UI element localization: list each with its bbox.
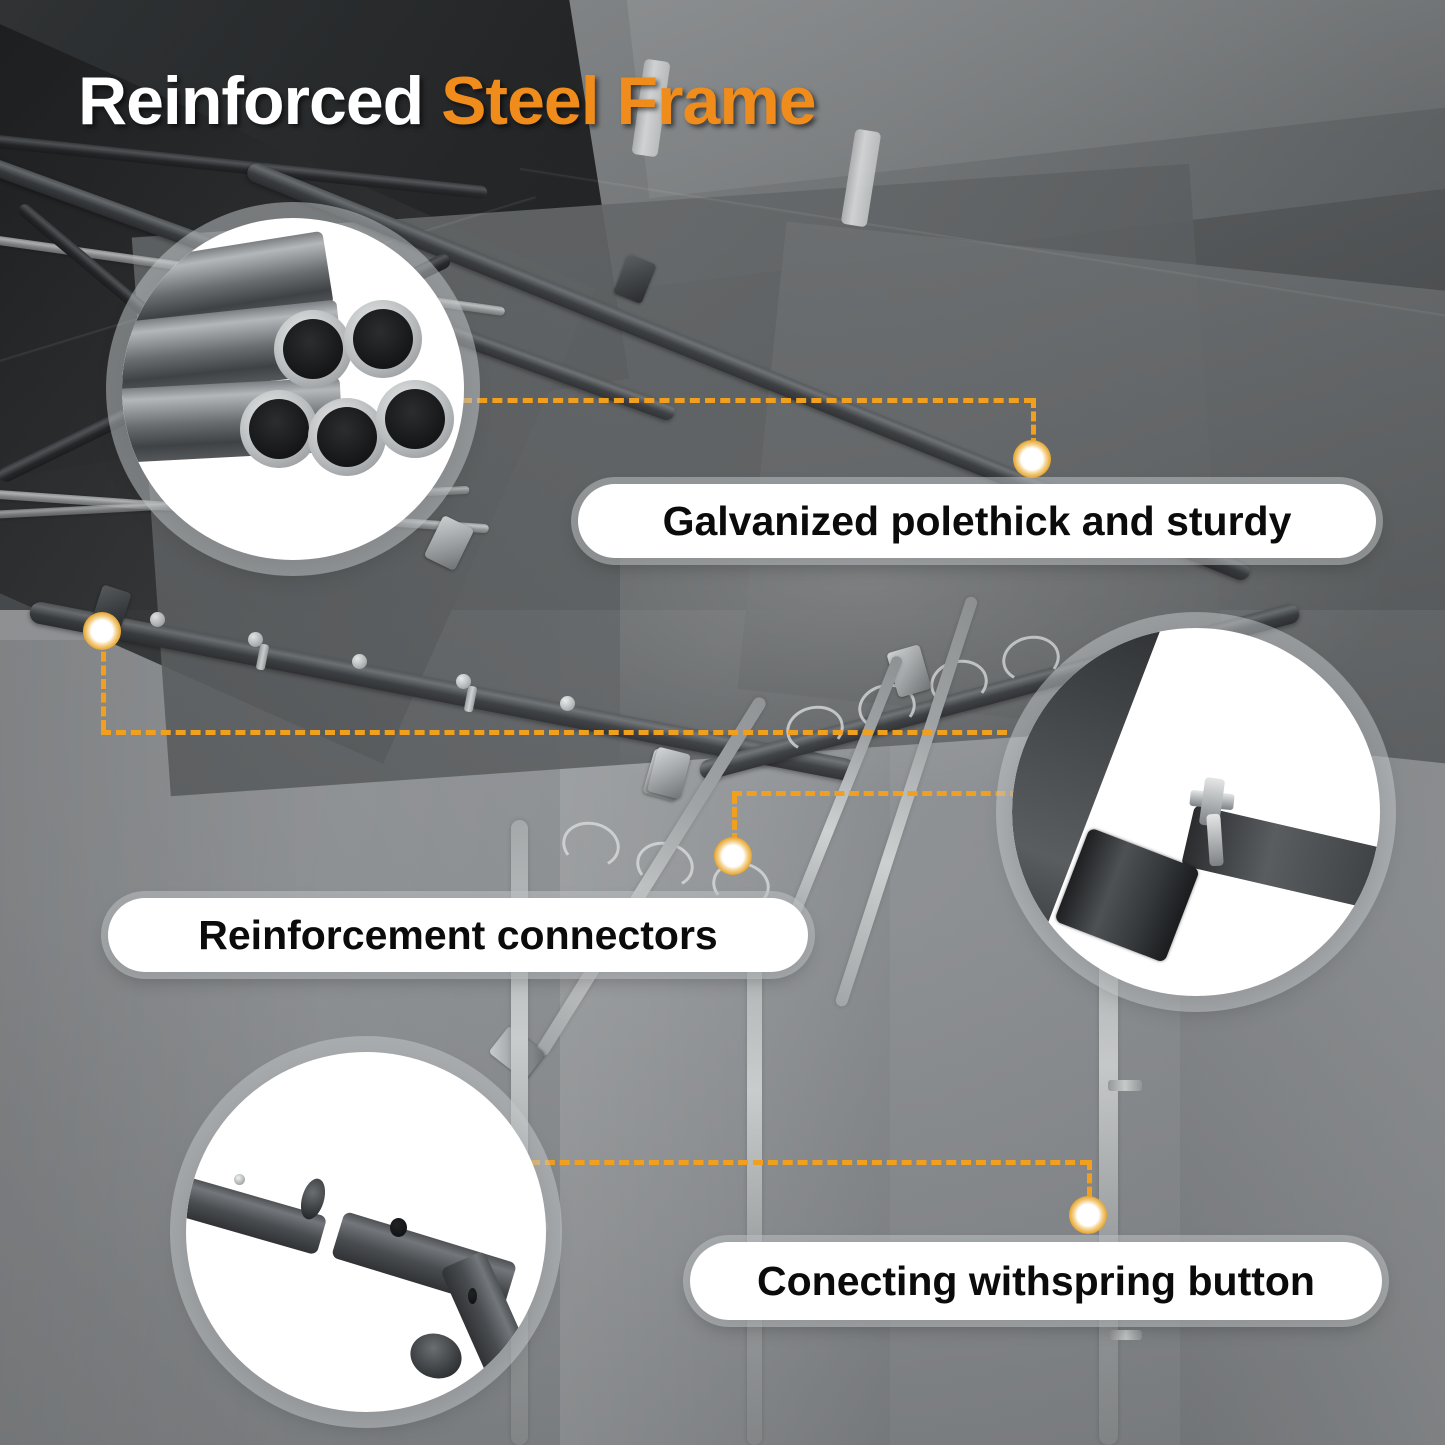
spring-pole-open-end — [404, 1326, 468, 1386]
leader-line-connectors-v — [732, 794, 737, 856]
page-title-white: Reinforced — [78, 63, 424, 139]
spring-button-hole — [390, 1218, 407, 1237]
eave-ball-clip-3 — [352, 654, 367, 669]
callout-galvanized-pole-label: Galvanized polethick and sturdy — [662, 497, 1292, 544]
leader-line-galvanized-h — [462, 398, 1034, 403]
leader-line-galvanized-v — [1031, 398, 1036, 448]
marker-dot-galvanized[interactable] — [1013, 440, 1051, 478]
leader-line-spring-v — [1087, 1160, 1092, 1210]
eave-ball-clip-2 — [248, 632, 263, 647]
marker-dot-left-roof[interactable] — [83, 612, 121, 650]
eave-ball-clip-5 — [560, 696, 575, 711]
leader-line-leftmarker-h — [101, 730, 1007, 735]
leader-line-leftmarker-v — [101, 638, 106, 730]
page-title-orange: Steel Frame — [423, 63, 817, 139]
tube-end-upper-left — [274, 310, 352, 388]
leader-line-spring-h — [530, 1160, 1090, 1165]
callout-connecting-spring-button-label: Conecting withspring button — [757, 1257, 1315, 1304]
callout-reinforcement-connectors[interactable]: Reinforcement connectors — [108, 898, 808, 972]
marker-dot-connectors[interactable] — [714, 837, 752, 875]
inset-pole-clamp-image — [1012, 628, 1380, 996]
tube-end-lower-right — [376, 380, 454, 458]
post-joint-right-1 — [1108, 1080, 1142, 1091]
tube-end-lower-left — [240, 390, 318, 468]
tube-end-upper-right — [344, 300, 422, 378]
page-title: Reinforced Steel Frame — [78, 62, 817, 140]
marker-dot-spring-button[interactable] — [1069, 1196, 1107, 1234]
eave-ball-clip-4 — [456, 674, 471, 689]
inset-spring-button-image — [186, 1052, 546, 1412]
tube-end-lower-center — [308, 398, 386, 476]
callout-connecting-spring-button[interactable]: Conecting withspring button — [690, 1242, 1382, 1320]
post-joint-right-2 — [1110, 1330, 1142, 1340]
inset-spring-button[interactable] — [186, 1052, 546, 1412]
eave-ball-clip-1 — [150, 612, 165, 627]
spring-button-hole-2 — [468, 1288, 477, 1304]
leader-line-connectors-h — [732, 791, 1020, 796]
inset-pole-clamp[interactable] — [1012, 628, 1380, 996]
inset-steel-tubes-image — [122, 218, 464, 560]
callout-reinforcement-connectors-label: Reinforcement connectors — [198, 911, 718, 958]
spring-button-stud — [234, 1174, 245, 1185]
callout-galvanized-pole[interactable]: Galvanized polethick and sturdy — [578, 484, 1376, 558]
inset-steel-tubes[interactable] — [122, 218, 464, 560]
